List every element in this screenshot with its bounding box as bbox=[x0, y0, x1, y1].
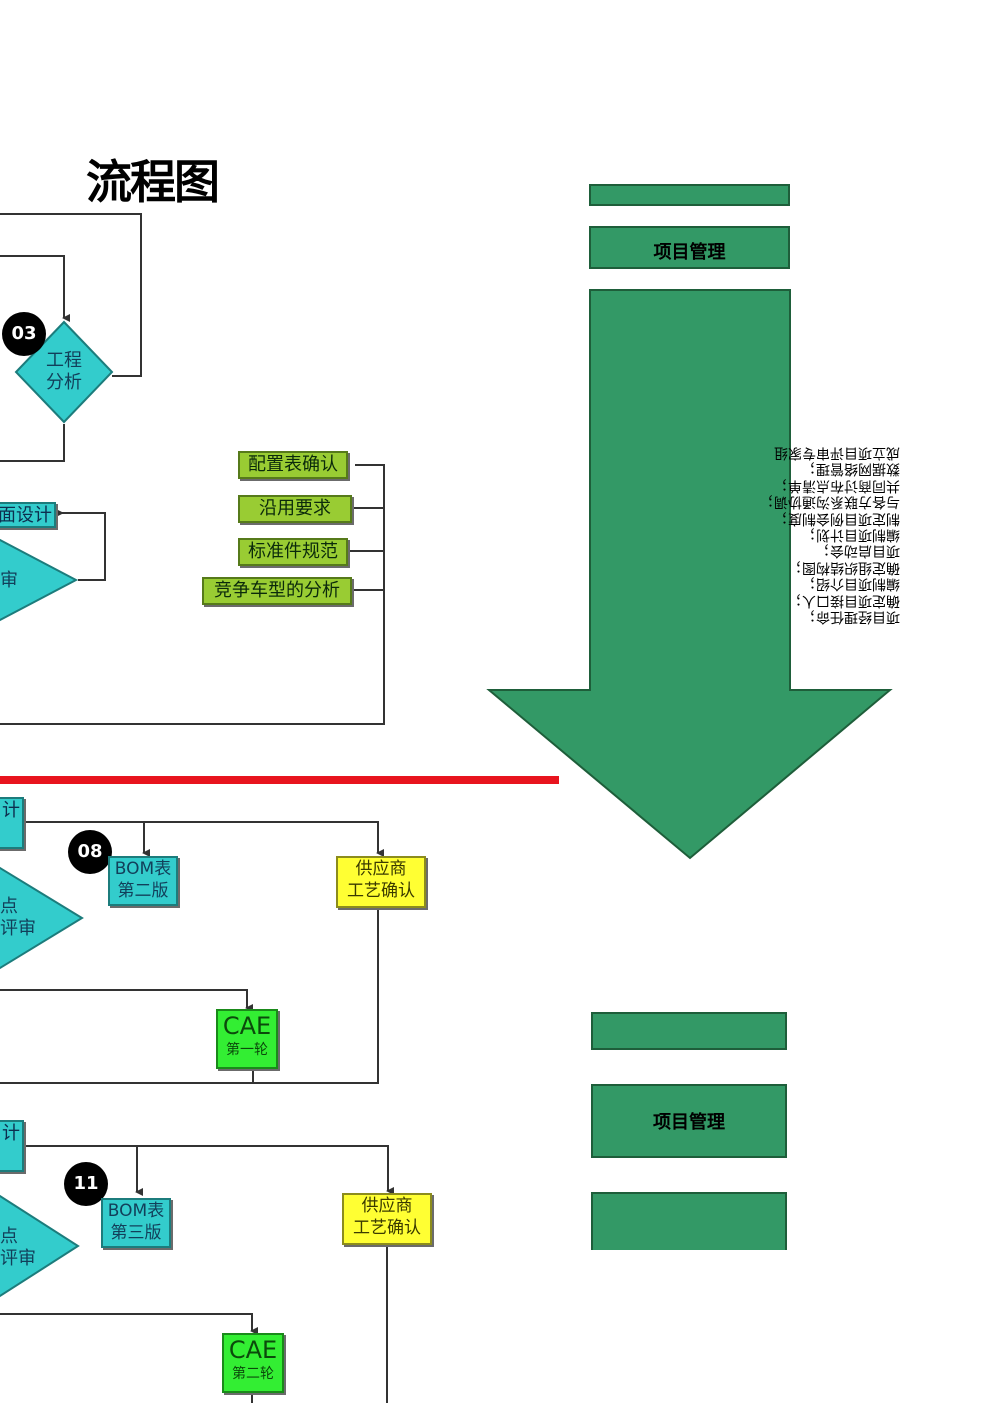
bom-v2-line1: BOM表 bbox=[114, 859, 172, 879]
supplier-process-box-stage2: 供应商 工艺确认 bbox=[336, 856, 426, 908]
panel-top-bar bbox=[589, 184, 790, 206]
cae-round2-subtitle: 第二轮 bbox=[232, 1366, 274, 1382]
task-item: 与各方联系沟通协调； bbox=[760, 493, 900, 510]
stage2-lines bbox=[0, 821, 384, 1084]
supplier-stage2-line1: 供应商 bbox=[355, 859, 407, 879]
stage3-lines bbox=[0, 1145, 394, 1403]
project-management-label-top: 项目管理 bbox=[653, 242, 726, 263]
supplier-stage3-line2: 工艺确认 bbox=[353, 1218, 421, 1238]
bom-v3-line2: 第三版 bbox=[110, 1223, 162, 1243]
bom-v3-line1: BOM表 bbox=[107, 1201, 165, 1221]
cae-round1-box: CAE 第一轮 bbox=[216, 1009, 278, 1069]
supplier-stage2-line2: 工艺确认 bbox=[347, 881, 415, 901]
task-item: 项目经理任命； bbox=[802, 608, 900, 625]
stage3-review-label: 点 评审 bbox=[0, 1226, 36, 1270]
supplier-process-box-stage3: 供应商 工艺确认 bbox=[342, 1193, 432, 1245]
step-03-badge: 03 bbox=[2, 312, 46, 356]
cae-round2-title: CAE bbox=[228, 1336, 278, 1364]
step-11-badge: 11 bbox=[64, 1162, 108, 1206]
stage3-design-box: 计 bbox=[0, 1120, 24, 1172]
bom-v2-box: BOM表 第二版 bbox=[108, 856, 178, 906]
task-item: 确定项目接口人； bbox=[788, 592, 900, 609]
project-management-arrow bbox=[486, 289, 893, 860]
engineering-analysis-line2: 分析 bbox=[46, 372, 82, 393]
review-partial-label: 审 bbox=[0, 570, 18, 591]
task-item: 确定组织结构图； bbox=[788, 559, 900, 576]
step-08-badge: 08 bbox=[68, 830, 112, 874]
cae-round1-subtitle: 第一轮 bbox=[226, 1042, 268, 1058]
red-divider bbox=[0, 776, 559, 784]
engineering-analysis-line1: 工程 bbox=[46, 350, 82, 371]
page-title: 流程图 bbox=[86, 155, 220, 209]
bom-v2-line2: 第二版 bbox=[117, 881, 169, 901]
panel-bottom-bar bbox=[591, 1192, 787, 1250]
task-item: 数据网络管理； bbox=[802, 460, 900, 477]
competitor-analysis-tag: 竞争车型的分析 bbox=[202, 577, 352, 605]
stage3-review-diamond bbox=[0, 1194, 80, 1298]
stage3-review-line2: 评审 bbox=[0, 1248, 36, 1269]
stage2-review-line1: 点 bbox=[0, 896, 18, 917]
project-management-label-bottom: 项目管理 bbox=[653, 1112, 725, 1133]
cae-round2-box: CAE 第二轮 bbox=[222, 1333, 284, 1393]
review-diamond-partial bbox=[0, 538, 79, 622]
project-management-panel-top: 项目管理 bbox=[589, 226, 790, 269]
supplier-stage3-line1: 供应商 bbox=[361, 1196, 413, 1216]
carryover-requirement-tag: 沿用要求 bbox=[238, 495, 352, 523]
task-item: 编制项目介绍； bbox=[802, 575, 900, 592]
project-tasks-list: 项目经理任命； 确定项目接口人； 编制项目介绍； 确定组织结构图； 项目启动会；… bbox=[746, 444, 900, 624]
bom-v3-box: BOM表 第三版 bbox=[101, 1198, 171, 1248]
upper-loop-lines bbox=[0, 213, 385, 725]
engineering-analysis-label: 工程 分析 bbox=[38, 350, 90, 394]
config-confirm-tag: 配置表确认 bbox=[238, 451, 348, 479]
task-item: 共同商讨布点清单； bbox=[774, 477, 900, 494]
surface-design-box: 面设计 bbox=[0, 502, 56, 528]
task-item: 编制项目计划； bbox=[802, 526, 900, 543]
cae-round1-title: CAE bbox=[222, 1012, 272, 1040]
task-item: 制定项目例会制度； bbox=[774, 510, 900, 527]
panel-mid-bar bbox=[591, 1012, 787, 1050]
project-management-panel-bottom: 项目管理 bbox=[591, 1084, 787, 1158]
stage3-review-line1: 点 bbox=[0, 1226, 18, 1247]
stage2-design-box: 计 bbox=[0, 797, 24, 849]
standard-parts-tag: 标准件规范 bbox=[238, 538, 348, 566]
task-item: 项目启动会； bbox=[816, 542, 900, 559]
stage2-review-line2: 评审 bbox=[0, 918, 36, 939]
stage2-review-diamond bbox=[0, 866, 84, 970]
task-item: 成立项目评审专家组 bbox=[774, 444, 900, 461]
stage2-review-label: 点 评审 bbox=[0, 896, 36, 940]
